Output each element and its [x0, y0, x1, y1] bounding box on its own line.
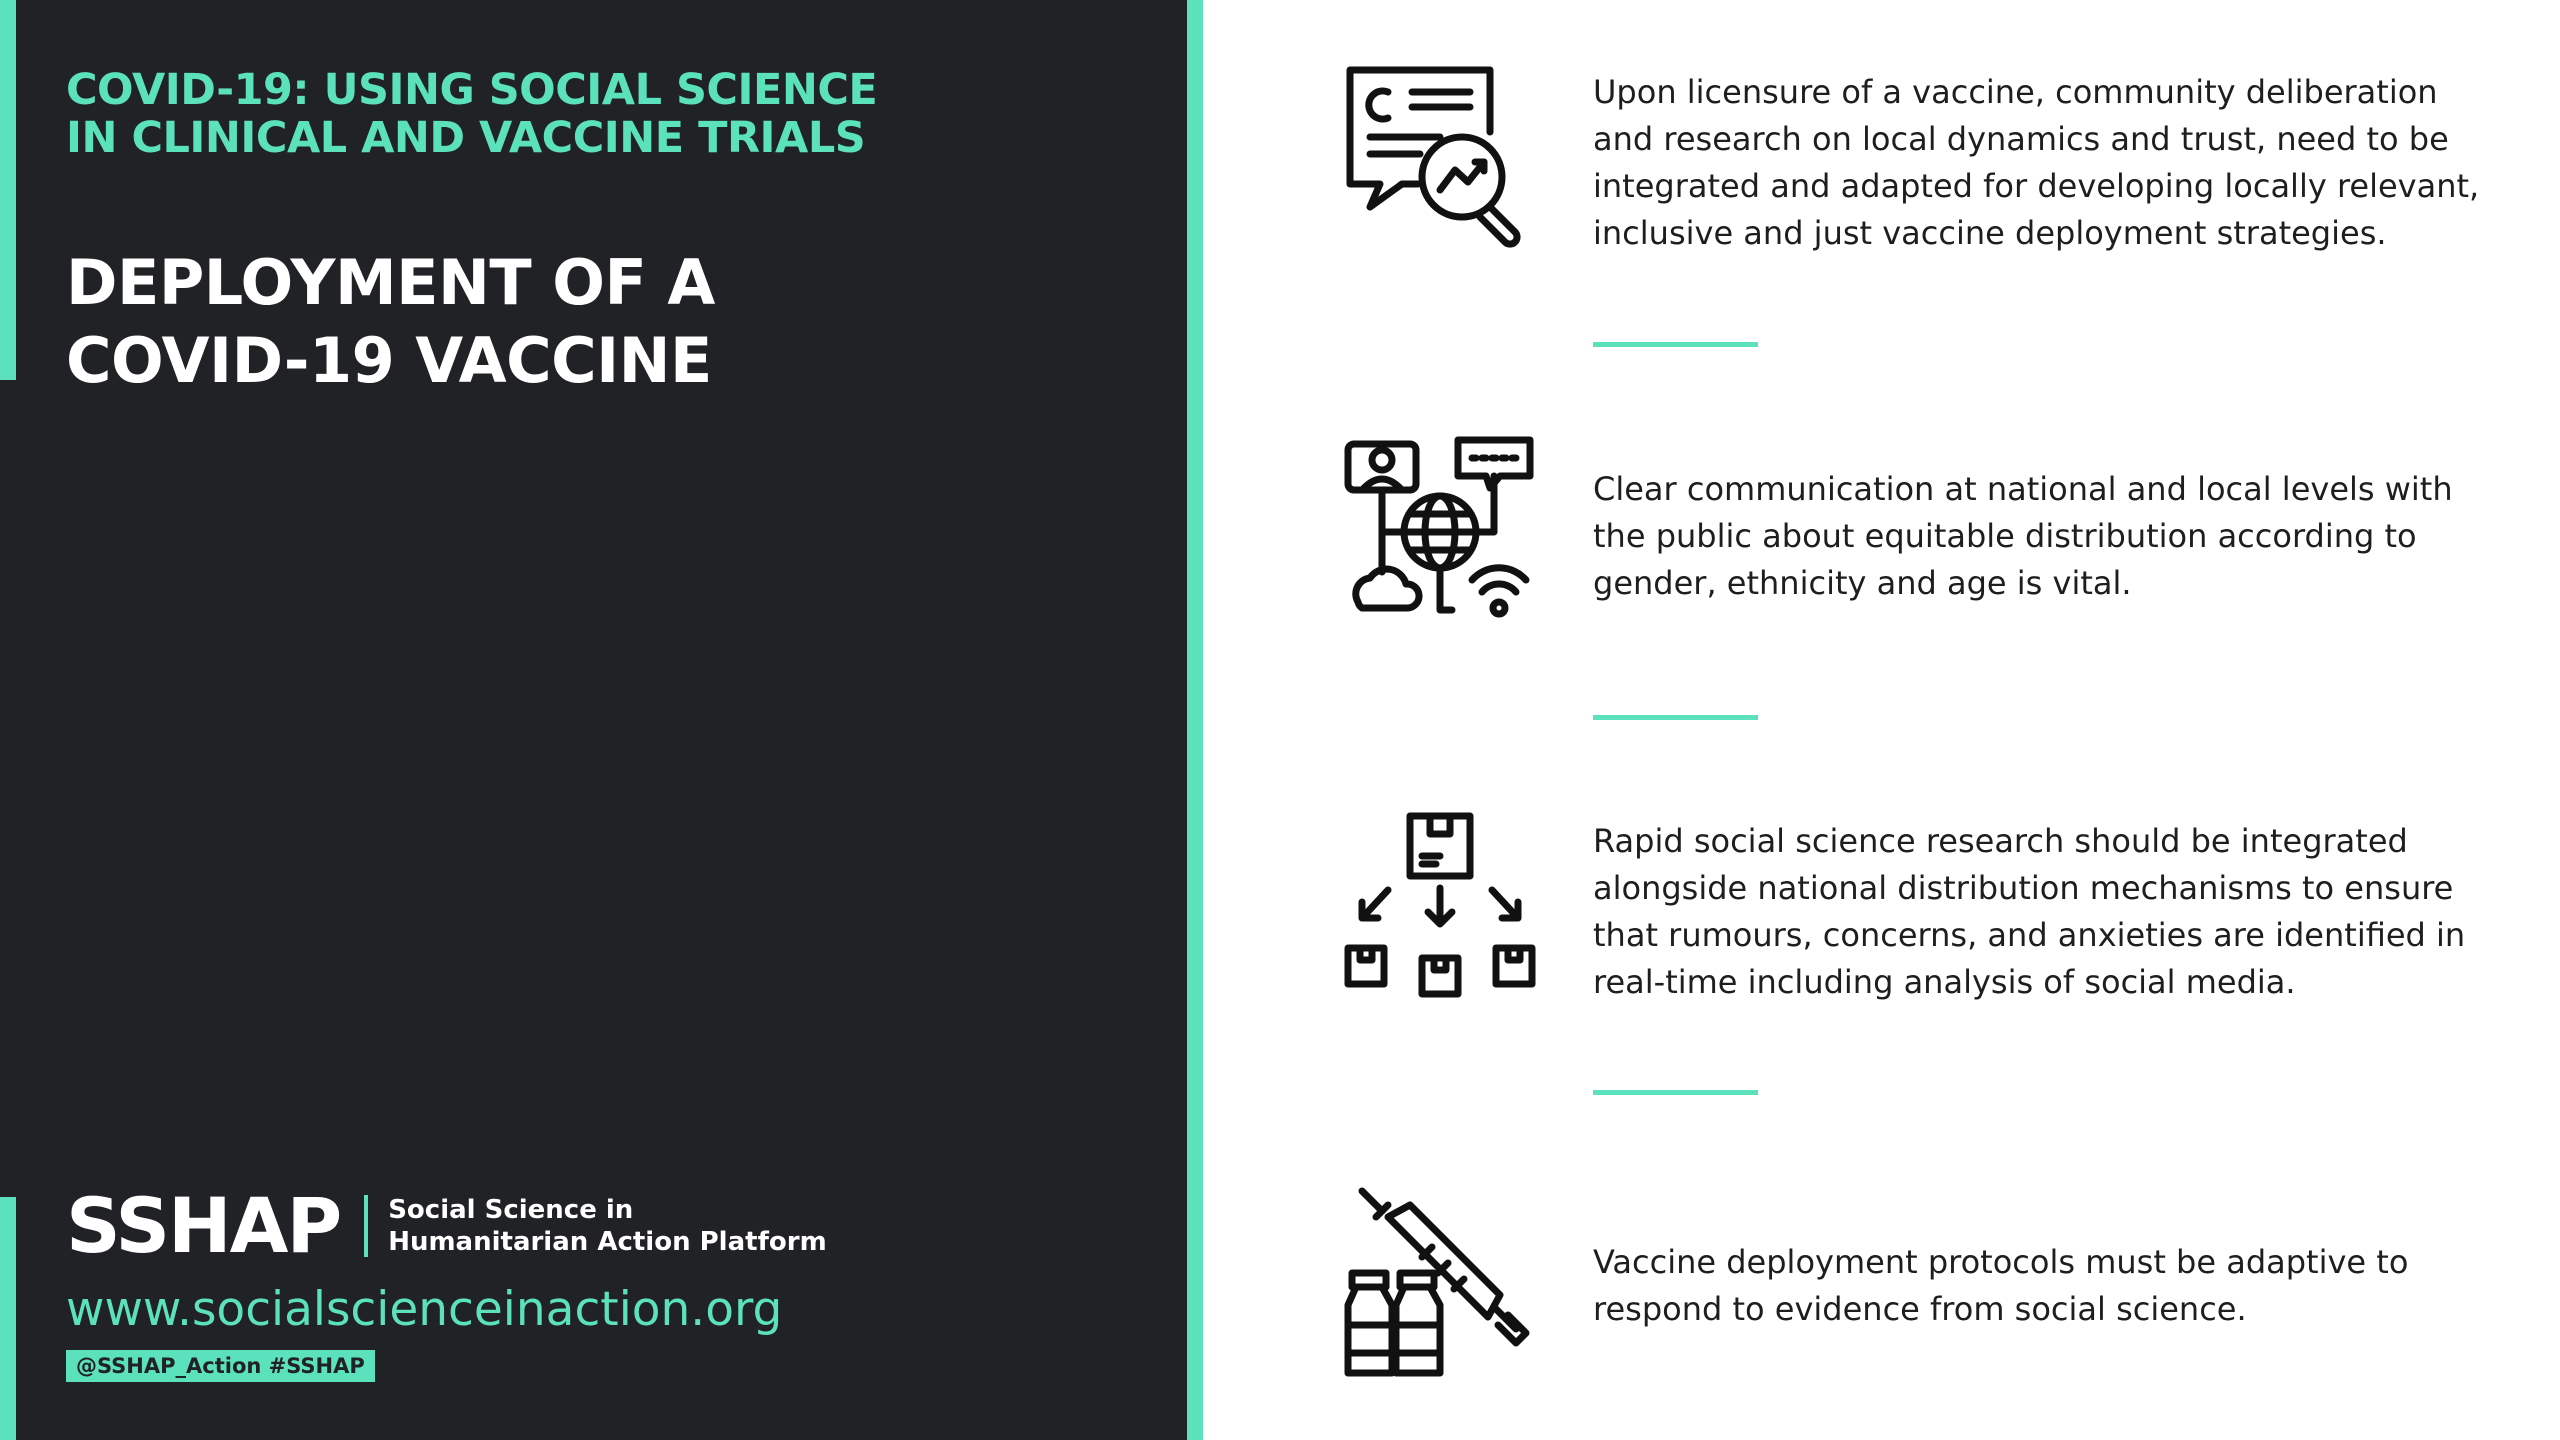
- item-text-1: Upon licensure of a vaccine, community d…: [1593, 73, 2480, 252]
- page-title: DEPLOYMENT OF A COVID-19 VACCINE: [66, 244, 1116, 400]
- item-text-2: Clear communication at national and loca…: [1593, 470, 2453, 602]
- left-panel: [0, 0, 1187, 1440]
- item-text-4: Vaccine deployment protocols must be ada…: [1593, 1243, 2409, 1328]
- logo-wordmark: SSHAP: [66, 1181, 342, 1270]
- social-handle: @SSHAP_Action #SSHAP: [66, 1350, 375, 1382]
- item-divider-2: [1593, 715, 1758, 720]
- sshap-logo: SSHAP Social Science in Humanitarian Act…: [66, 1186, 827, 1266]
- item-divider-1: [1593, 342, 1758, 347]
- logo-subtitle-line-2: Humanitarian Action Platform: [388, 1227, 827, 1257]
- website-link[interactable]: www.socialscienceinaction.org: [66, 1282, 783, 1337]
- page-title-line-1: DEPLOYMENT OF A: [66, 246, 715, 319]
- series-title-line-2: IN CLINICAL AND VACCINE TRIALS: [66, 113, 866, 163]
- global-communication-icon: [1340, 432, 1540, 632]
- item-text-3: Rapid social science research should be …: [1593, 822, 2466, 1001]
- series-title-line-1: COVID-19: USING SOCIAL SCIENCE: [66, 65, 878, 115]
- series-title: COVID-19: USING SOCIAL SCIENCE IN CLINIC…: [66, 66, 1116, 162]
- panel-divider: [1187, 0, 1203, 1440]
- logo-separator: [364, 1195, 369, 1257]
- page-title-line-2: COVID-19 VACCINE: [66, 324, 712, 397]
- vaccine-syringe-icon: [1340, 1185, 1540, 1385]
- accent-bar-top: [0, 0, 16, 380]
- accent-bar-bottom: [0, 1197, 16, 1440]
- logo-subtitle-line-1: Social Science in: [388, 1195, 634, 1225]
- logo-subtitle: Social Science in Humanitarian Action Pl…: [388, 1194, 826, 1258]
- item-divider-3: [1593, 1090, 1758, 1095]
- distribution-icon: [1340, 806, 1540, 1006]
- research-analysis-icon: [1340, 62, 1540, 262]
